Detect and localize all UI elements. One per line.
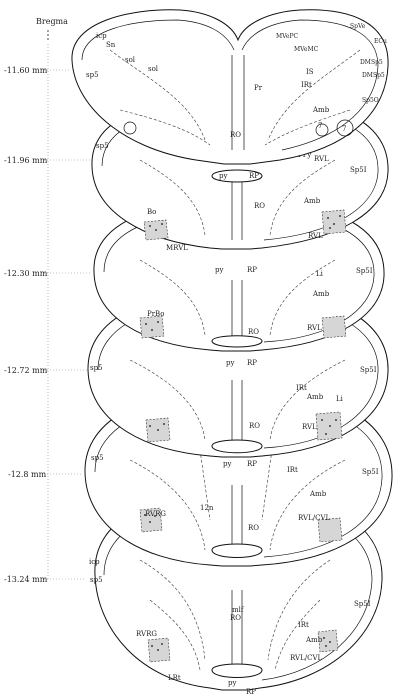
s2-rp: RP [249, 172, 259, 180]
s6-irt: IRt [298, 621, 309, 629]
section-1-outline [71, 9, 389, 165]
section-level-1: icp Sn sol sol sp5 Pr MVePC MVeMC SpVe E… [71, 9, 389, 165]
rvrg-region-5 [139, 507, 163, 533]
s3-ro: RO [248, 328, 259, 336]
s3-sp5i: Sp5I [356, 267, 373, 275]
s1-ecu: ECu [374, 38, 387, 45]
rvl-cvl-region-6 [317, 629, 339, 653]
bregma-dots [47, 30, 49, 40]
s2-ro: RO [254, 202, 265, 210]
s4-amb: Amb [306, 393, 324, 401]
s5-sp5: sp5 [91, 454, 104, 462]
facial-nucleus-right [336, 119, 354, 137]
s6-sp5: sp5 [90, 576, 103, 584]
s6-rp: RP [246, 688, 256, 694]
s1-dmsp5: DMSp5 [360, 59, 383, 66]
s1-mvepc: MVePC [276, 33, 299, 40]
s1-sn: Sn [106, 41, 116, 49]
s4-sp5: sp5 [90, 364, 103, 372]
s5-rvrg: RVRG [145, 510, 166, 518]
s1-sol2: sol [148, 65, 159, 73]
s6-sp5i: Sp5I [354, 600, 371, 608]
s6-rvrg: RVRG [136, 630, 157, 638]
s4-sp5i: Sp5I [360, 366, 377, 374]
s5-irt: IRt [287, 466, 298, 474]
s4-rp: RP [247, 359, 257, 367]
s6-rvl-cvl: RVL/CVL [290, 654, 322, 662]
s1-sp5: sp5 [86, 71, 99, 79]
s2-sp5: sp5 [96, 142, 109, 150]
s6-lrt: LRt [168, 674, 181, 682]
s6-py: py [228, 679, 236, 687]
s3-rvl: RVL [307, 324, 322, 332]
s1-pr: Pr [254, 84, 263, 92]
rvl-region-4 [315, 411, 343, 441]
s2-py: py [219, 172, 227, 180]
s5-12n: 12n [200, 504, 214, 512]
s4-py: py [226, 359, 234, 367]
level-1-mm: -11.60 mm [4, 66, 48, 75]
s3-amb: Amb [312, 290, 330, 298]
s2-rvl: RVL [314, 155, 329, 163]
s1-seven: 7 [318, 122, 322, 130]
s4-irt: IRt [296, 384, 307, 392]
s1-icp: icp [96, 32, 107, 40]
s1-irt: IRt [301, 81, 312, 89]
rvl-cvl-region-5 [317, 517, 343, 543]
s3-py: py [215, 266, 223, 274]
level-4-mm: -12.72 mm [4, 366, 48, 375]
rvl-region-3 [321, 315, 347, 339]
s4-rvl: RVL [302, 423, 317, 431]
s1-spve: SpVe [350, 23, 366, 30]
s6-amb: Amb [305, 636, 323, 644]
s1-sp5o: Sp5O [362, 97, 379, 104]
s1-sol: sol [125, 56, 136, 64]
s2-ppy: PPy [298, 151, 311, 159]
s1-ro: RO [230, 131, 241, 139]
s5-amb: Amb [309, 490, 327, 498]
s6-icp: icp [89, 558, 100, 566]
s5-rp: RP [247, 460, 257, 468]
s2-rvl2: RVL [308, 232, 323, 240]
s3-rp: RP [247, 266, 257, 274]
s1-dmsp5b: DMSp5 [362, 72, 385, 79]
s5-sp5i: Sp5I [362, 468, 379, 476]
prbo-region-3 [139, 315, 165, 339]
rvrg-region-6 [147, 637, 171, 663]
s4-ro: RO [249, 422, 260, 430]
s5-py: py [223, 460, 231, 468]
s2-mrvl: MRVL [166, 244, 188, 252]
s1-mvemc: MVeMC [294, 46, 319, 53]
s1-amb: Amb [312, 106, 330, 114]
s1-seven-b: 7 [342, 125, 346, 133]
s3-prbo: PrBo [147, 310, 164, 318]
s1-is: IS [306, 68, 314, 76]
rvl-region-2 [321, 209, 347, 235]
level-6-mm: -13.24 mm [4, 575, 48, 584]
s6-ro: RO [230, 614, 241, 622]
s2-amb: Amb [303, 197, 321, 205]
s5-rvl-cvl: RVL/CVL [298, 514, 330, 522]
s2-sp5i: Sp5I [350, 166, 367, 174]
s4-li: Li [336, 395, 344, 403]
level-3-mm: -12.30 mm [4, 269, 48, 278]
distance-labels: -11.60 mm -11.96 mm -12.30 mm -12.72 mm … [4, 66, 92, 584]
s3-li: Li [316, 270, 324, 278]
level-2-mm: -11.96 mm [4, 156, 48, 165]
level-5-mm: -12.8 mm [8, 470, 47, 479]
s5-ro: RO [248, 524, 259, 532]
bregma-label: Bregma [36, 17, 68, 26]
s6-mlf: mlf [232, 606, 245, 614]
s2-bo: Bo [147, 208, 156, 216]
